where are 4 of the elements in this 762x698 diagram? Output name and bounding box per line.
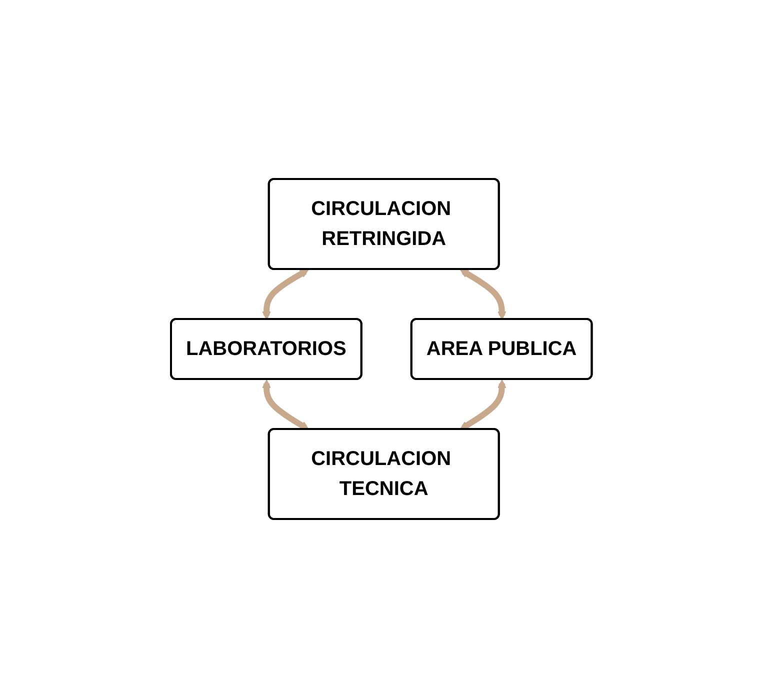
arrow (262, 268, 308, 320)
arrow (262, 380, 309, 430)
arrow (459, 380, 506, 430)
arrow (460, 268, 506, 320)
